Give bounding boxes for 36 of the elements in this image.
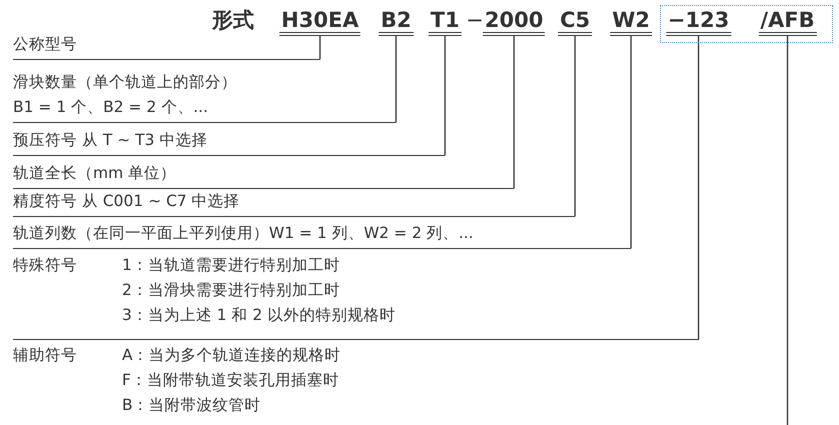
- description-text: 预压符号 从 T ~ T3 中选择: [13, 130, 208, 151]
- option-text: F：当附带轨道安装孔用插塞时: [122, 370, 340, 391]
- model-code: 2000: [482, 8, 546, 36]
- leader-line: [630, 36, 632, 248]
- model-code: /AFB: [758, 8, 817, 36]
- description-text: 精度符号 从 C001 ~ C7 中选择: [13, 191, 241, 212]
- symbol-heading: 辅助符号: [13, 345, 78, 366]
- leader-line: [513, 36, 515, 188]
- option-text: A：当为多个轨道连接的规格时: [122, 345, 341, 366]
- option-text: 1：当轨道需要进行特别加工时: [122, 255, 341, 276]
- model-code: W2: [610, 8, 652, 36]
- separator-dash: −: [466, 8, 484, 32]
- description-text: 轨道列数（在同一平面上平列使用）W1 = 1 列、W2 = 2 列、...: [13, 223, 474, 244]
- dotted-frame: [660, 5, 833, 43]
- model-code: B2: [378, 8, 414, 36]
- leader-line: [698, 36, 700, 340]
- description-row: [13, 36, 320, 60]
- option-text: B：当附带波纹管时: [122, 395, 262, 416]
- leader-line: [786, 36, 788, 425]
- leader-line: [444, 36, 446, 156]
- description-text: 公称型号: [13, 34, 78, 55]
- description-row: [13, 191, 575, 217]
- description-text: 滑块数量（单个轨道上的部分）: [13, 72, 238, 93]
- symbol-heading: 特殊符号: [13, 255, 78, 276]
- model-code: −123: [666, 8, 732, 36]
- description-text: B1 = 1 个、B2 = 2 个、...: [13, 97, 210, 118]
- model-code: T1: [428, 8, 462, 36]
- leader-line: [395, 36, 397, 122]
- option-text: 3：当为上述 1 和 2 以外的特别规格时: [122, 305, 396, 326]
- model-code: C5: [558, 8, 592, 36]
- leader-line: [574, 36, 576, 216]
- model-code: H30EA: [279, 8, 361, 36]
- title: 形式: [212, 8, 254, 32]
- option-text: 2：当滑块需要进行特别加工时: [122, 280, 341, 301]
- description-text: 轨道全长（mm 单位）: [13, 163, 178, 184]
- leader-line: [319, 36, 321, 60]
